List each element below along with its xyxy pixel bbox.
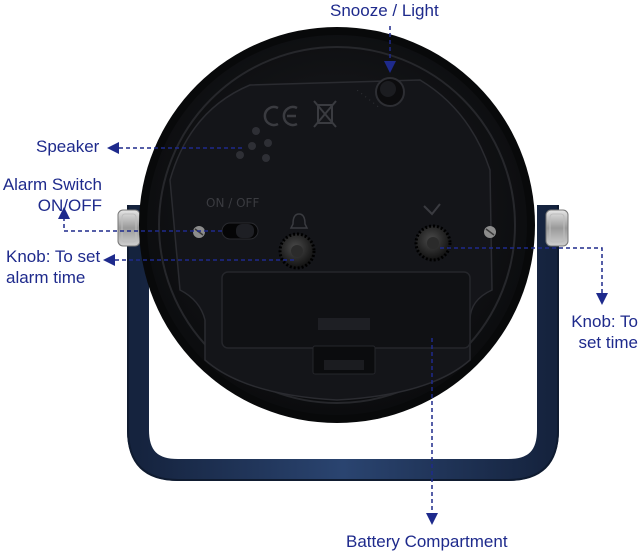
battery-compartment[interactable] [221,271,471,375]
bell-icon [289,213,309,229]
switch-marking: ON / OFF [206,196,259,210]
alarm-switch[interactable] [221,222,259,240]
speaker-grille [236,127,272,162]
speaker-label: Speaker [36,137,100,156]
battery-compartment-label: Battery Compartment [346,532,508,551]
alarm-switch-label-line1: Alarm Switch [2,175,102,194]
clock-hands-icon [423,203,441,216]
knob-time-label-line2: set time [578,333,638,352]
snooze-button[interactable] [375,77,405,107]
alarm-time-knob[interactable] [278,232,316,270]
annotation-lines [58,26,608,525]
alarm-switch-leader [58,207,222,232]
knob-alarm-label-line1: Knob: To set [6,247,101,266]
ce-mark-icon [263,105,298,127]
right-bolt [545,209,569,247]
screw-right [484,226,496,238]
set-time-knob[interactable] [414,224,452,262]
screw-left [193,226,205,238]
alarm-switch-label: Alarm Switch ON/OFF [2,174,102,216]
stand-frame [127,205,559,481]
knob-time-label-line1: Knob: To [571,312,638,331]
left-bolt [117,209,141,247]
knob-alarm-label: Knob: To set alarm time [6,246,100,288]
knob-alarm-label-line2: alarm time [6,268,86,287]
knob-time-label: Knob: To set time [566,311,638,353]
knob-right-leader [440,247,608,305]
snooze-light-label: Snooze / Light [330,1,439,20]
alarm-switch-label-line2: ON/OFF [37,196,102,215]
weee-bin-icon [313,100,337,128]
